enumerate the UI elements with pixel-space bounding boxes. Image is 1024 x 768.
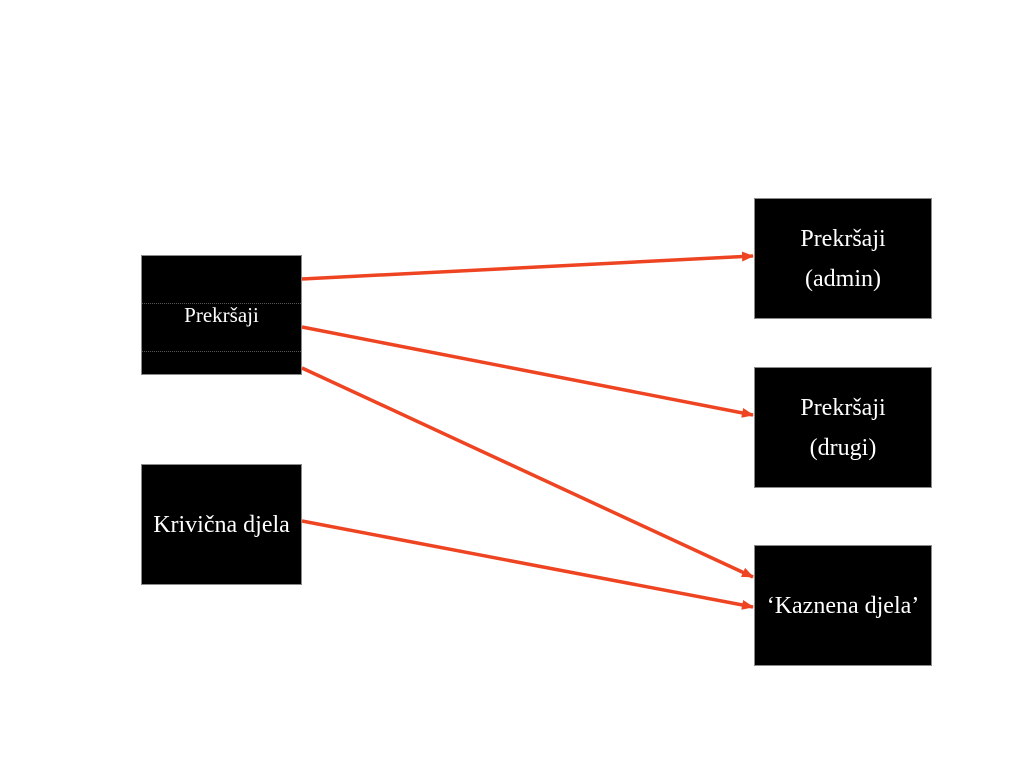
box-prekrsaji: Prekršaji <box>141 255 302 375</box>
label-krivicna-djela: Krivična djela <box>153 511 290 538</box>
arrow-prekrsaji-to-drugi <box>301 325 754 418</box>
label-admin-line2: (admin) <box>805 265 881 292</box>
label-drugi-line2: (drugi) <box>809 434 877 461</box>
arrow-krivicna-to-kaznena <box>301 519 754 610</box>
box-kaznena-djela: ‘Kaznena djela’ <box>754 545 932 666</box>
box-prekrsaji-drugi: Prekršaji (drugi) <box>754 367 932 488</box>
arrow-prekrsaji-to-kaznena <box>301 366 754 579</box>
box-prekrsaji-admin: Prekršaji (admin) <box>754 198 932 319</box>
label-kaznena-djela: ‘Kaznena djela’ <box>766 592 920 619</box>
label-prekrsaji: Prekršaji <box>184 303 259 327</box>
divider-top <box>142 303 301 304</box>
label-admin-line1: Prekršaji <box>800 225 886 252</box>
label-drugi-line1: Prekršaji <box>800 394 886 421</box>
box-krivicna-djela: Krivična djela <box>141 464 302 585</box>
divider-bottom <box>142 351 301 352</box>
arrow-prekrsaji-to-admin <box>301 251 754 281</box>
